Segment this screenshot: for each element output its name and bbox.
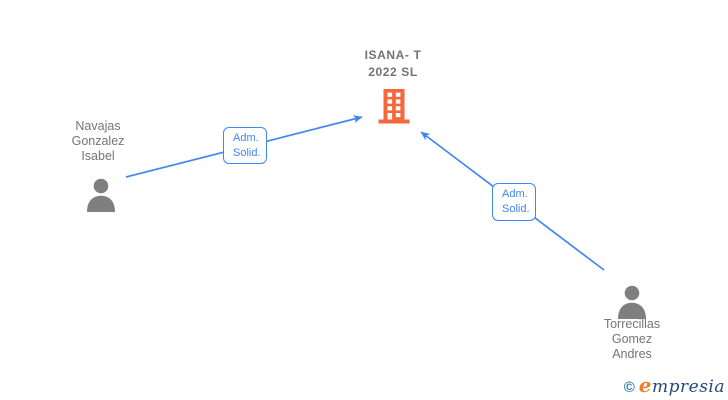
edge-label-line: Adm. <box>502 187 528 200</box>
company-node-label[interactable]: ISANA- T 2022 SL <box>347 47 439 81</box>
company-name-line: ISANA- T <box>364 48 422 62</box>
person-node-label-navajas[interactable]: Navajas Gonzalez Isabel <box>43 119 153 164</box>
edge-label-line: Solid. <box>502 203 530 215</box>
building-icon <box>378 89 410 124</box>
brand-rest: mpresia <box>652 377 725 397</box>
person-node-icon-navajas[interactable] <box>84 177 118 217</box>
company-node-icon[interactable] <box>376 89 412 129</box>
empresia-logo[interactable]: © empresia <box>624 373 725 397</box>
edge-label-line: Solid. <box>233 147 261 159</box>
person-icon <box>618 285 646 319</box>
person-name-line: Andres <box>612 347 652 361</box>
person-name-line: Gomez <box>611 332 653 346</box>
person-name-line: Isabel <box>81 149 115 163</box>
brand-wordmark: empresia <box>639 373 725 397</box>
edge-label-line: Adm. <box>233 131 259 144</box>
person-node-label-torrecillas[interactable]: Torrecillas Gomez Andres <box>577 317 687 362</box>
brand-initial: e <box>638 373 652 397</box>
edge-label-right: Adm. Solid. <box>492 183 536 221</box>
person-name-line: Torrecillas <box>603 317 661 331</box>
person-icon <box>87 178 115 212</box>
company-name-line: 2022 SL <box>368 65 418 79</box>
edge-label-left: Adm. Solid. <box>223 127 267 164</box>
person-name-line: Gonzalez <box>71 134 125 148</box>
copyright-icon: © <box>623 379 635 396</box>
person-name-line: Navajas <box>75 119 121 133</box>
person-node-icon-torrecillas[interactable] <box>615 284 649 324</box>
